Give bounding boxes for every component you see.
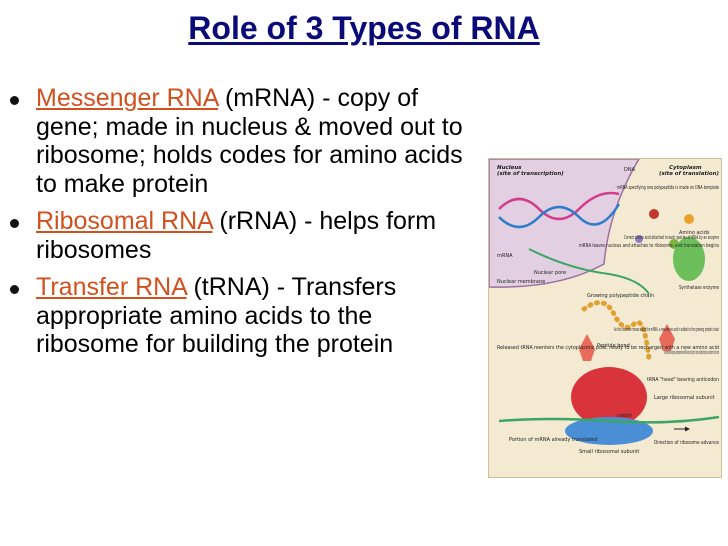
label-step-3: mRNA leaves nucleus and attaches to ribo…	[579, 243, 719, 249]
amino-acid	[684, 214, 694, 224]
label-amino-acids: Amino acids	[679, 230, 710, 236]
bullet-dot	[10, 96, 19, 105]
dna-strand	[498, 203, 621, 229]
label-peptide-bond: Peptide bond	[597, 343, 630, 349]
term-ribosomal-rna: Ribosomal RNA	[36, 207, 213, 235]
bullet-dot	[10, 219, 19, 228]
trna-shape	[579, 334, 595, 361]
label-small-subunit: Small ribosomal subunit	[579, 449, 639, 455]
bullet-text: (tRNA) - Transfers appropriate amino aci…	[36, 273, 397, 358]
large-ribosomal-subunit	[571, 367, 647, 427]
bullet-ribosomal-rna: Ribosomal RNA (rRNA) - helps form riboso…	[8, 207, 478, 264]
label-step-1: mRNA specifying one polypeptide is made …	[617, 185, 719, 191]
label-mrna: mRNA	[497, 253, 513, 259]
protein-synthesis-diagram: Nucleus (site of transcription) Cytoplas…	[488, 158, 722, 478]
label-portion-mrna: Portion of mRNA already translated	[509, 437, 597, 443]
small-ribosomal-subunit	[565, 417, 653, 445]
label-step-4: As the ribosome moves along the mRNA, a …	[614, 327, 719, 333]
dna-strand	[498, 191, 620, 221]
trna-shape	[659, 324, 675, 351]
mrna-strand	[528, 248, 650, 295]
label-direction: Direction of ribosome advance	[654, 440, 719, 446]
term-transfer-rna: Transfer RNA	[36, 273, 187, 301]
bullet-list: Messenger RNA (mRNA) - copy of gene; mad…	[8, 84, 478, 368]
label-nuclear-membrane: Nuclear membrane	[497, 279, 545, 285]
label-nucleus-sub: (site of transcription)	[497, 171, 564, 177]
slide-title: Role of 3 Types of RNA	[188, 10, 540, 46]
label-dna: DNA	[624, 167, 636, 173]
label-step-5: Released tRNA reenters the cytoplasmic p…	[497, 345, 719, 351]
synthetase-enzyme	[673, 237, 705, 281]
nucleus-shape	[489, 159, 640, 288]
bullet-transfer-rna: Transfer RNA (tRNA) - Transfers appropri…	[8, 273, 478, 359]
label-codon: codon	[617, 413, 632, 419]
label-cytoplasm: Cytoplasm	[669, 165, 702, 171]
label-nucleus: Nucleus	[497, 165, 522, 171]
term-messenger-rna: Messenger RNA	[36, 84, 219, 112]
bullet-text: (rRNA) - helps form ribosomes	[36, 207, 437, 264]
polypeptide-chain	[581, 300, 652, 362]
mrna-strand	[498, 415, 720, 424]
label-step-2: Correct amino acid attached to each spec…	[624, 235, 719, 241]
bullet-dot	[10, 285, 19, 294]
amino-acid	[649, 209, 659, 219]
bullet-messenger-rna: Messenger RNA (mRNA) - copy of gene; mad…	[8, 84, 478, 198]
bullet-text: (mRNA) - copy of gene; made in nucleus &…	[36, 84, 463, 198]
label-large-subunit: Large ribosomal subunit	[654, 395, 715, 401]
label-nuclear-pore: Nuclear pore	[534, 270, 566, 276]
label-anticodon: tRNA "head" bearing anticodon	[647, 377, 719, 383]
label-synthetase: Synthetase enzyme	[679, 285, 719, 291]
amino-acid	[635, 235, 643, 243]
label-cytoplasm-sub: (site of translation)	[659, 171, 719, 177]
diagram-svg: Nucleus (site of transcription) Cytoplas…	[489, 159, 720, 455]
label-growing-chain: Growing polypeptide chain	[587, 293, 654, 299]
label-step-6: Incoming tRNA recognizes a complementary…	[664, 350, 719, 356]
